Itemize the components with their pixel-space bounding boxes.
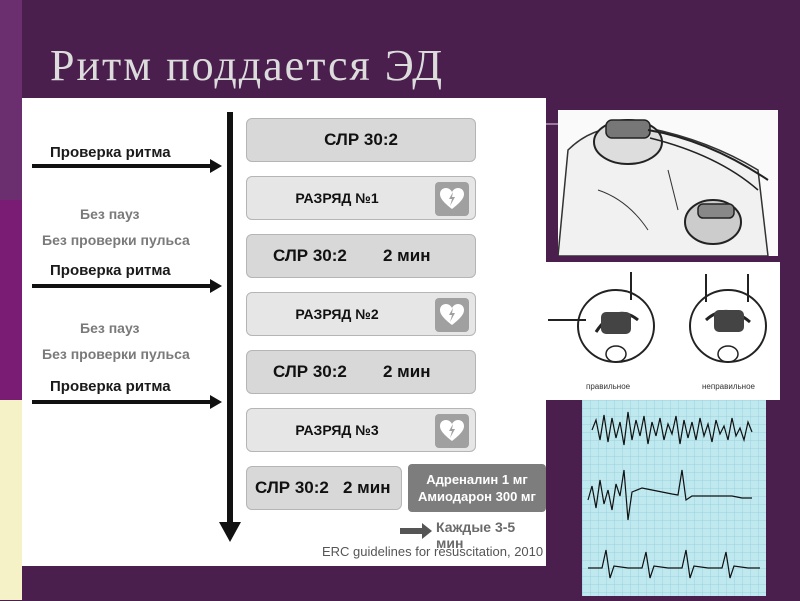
flow-arrow bbox=[32, 159, 222, 173]
repeat-arrow-icon bbox=[400, 523, 432, 539]
no-pulse-check-label: Без проверки пульса bbox=[42, 346, 190, 362]
no-pause-label: Без пауз bbox=[80, 320, 140, 336]
shock-box: РАЗРЯД №1 bbox=[246, 176, 476, 220]
cpr-box-label: СЛР 30:2 bbox=[255, 478, 329, 497]
defibrillation-illustration bbox=[557, 110, 778, 257]
ecg-strips bbox=[582, 400, 766, 596]
shock-box: РАЗРЯД №2 bbox=[246, 292, 476, 336]
slide-title: Ритм поддается ЭД bbox=[50, 41, 445, 90]
drug-adrenaline: Адреналин 1 мг bbox=[426, 472, 528, 487]
left-decor-stripe-segment bbox=[0, 200, 22, 400]
left-decor-stripe-segment bbox=[0, 400, 22, 600]
cpr-duration: 2 мин bbox=[383, 362, 431, 381]
algorithm-panel: Проверка ритма Без пауз Без проверки пул… bbox=[22, 98, 546, 566]
cpr-duration: 2 мин bbox=[383, 246, 431, 265]
drug-box: Адреналин 1 мг Амиодарон 300 мг bbox=[408, 464, 546, 512]
shock-box-label: РАЗРЯД №2 bbox=[295, 306, 379, 322]
cpr-duration: 2 мин bbox=[343, 478, 391, 497]
cpr-box: СЛР 30:2 2 мин bbox=[246, 466, 402, 510]
hand-position-illustration: правильное неправильное bbox=[546, 262, 780, 400]
drug-amiodarone: Амиодарон 300 мг bbox=[418, 489, 536, 504]
aed-heart-icon bbox=[435, 298, 469, 332]
cpr-box: СЛР 30:2 2 мин bbox=[246, 350, 476, 394]
rhythm-check-label: Проверка ритма bbox=[50, 144, 171, 161]
flow-arrow bbox=[32, 279, 222, 293]
no-pulse-check-label: Без проверки пульса bbox=[42, 232, 190, 248]
shock-box: РАЗРЯД №3 bbox=[246, 408, 476, 452]
left-decor-stripe bbox=[0, 0, 22, 600]
hand-caption-incorrect: неправильное bbox=[702, 382, 755, 391]
cpr-box-label: СЛР 30:2 bbox=[273, 246, 347, 265]
timeline-arrow bbox=[219, 112, 241, 542]
no-pause-label: Без пауз bbox=[80, 206, 140, 222]
rhythm-check-label: Проверка ритма bbox=[50, 378, 171, 395]
flow-arrow bbox=[32, 395, 222, 409]
aed-heart-icon bbox=[435, 182, 469, 216]
aed-heart-icon bbox=[435, 414, 469, 448]
cpr-box-label: СЛР 30:2 bbox=[273, 362, 347, 381]
cpr-box: СЛР 30:2 2 мин bbox=[246, 234, 476, 278]
shock-box-label: РАЗРЯД №1 bbox=[295, 190, 379, 206]
source-citation: ERC guidelines for resuscitation, 2010 bbox=[322, 544, 544, 559]
cpr-box-label: СЛР 30:2 bbox=[324, 130, 398, 149]
rhythm-check-label: Проверка ритма bbox=[50, 262, 171, 279]
cpr-box: СЛР 30:2 bbox=[246, 118, 476, 162]
hand-caption-correct: правильное bbox=[586, 382, 631, 391]
shock-box-label: РАЗРЯД №3 bbox=[295, 422, 379, 438]
repeat-interval: Каждые 3-5 мин bbox=[436, 519, 516, 551]
